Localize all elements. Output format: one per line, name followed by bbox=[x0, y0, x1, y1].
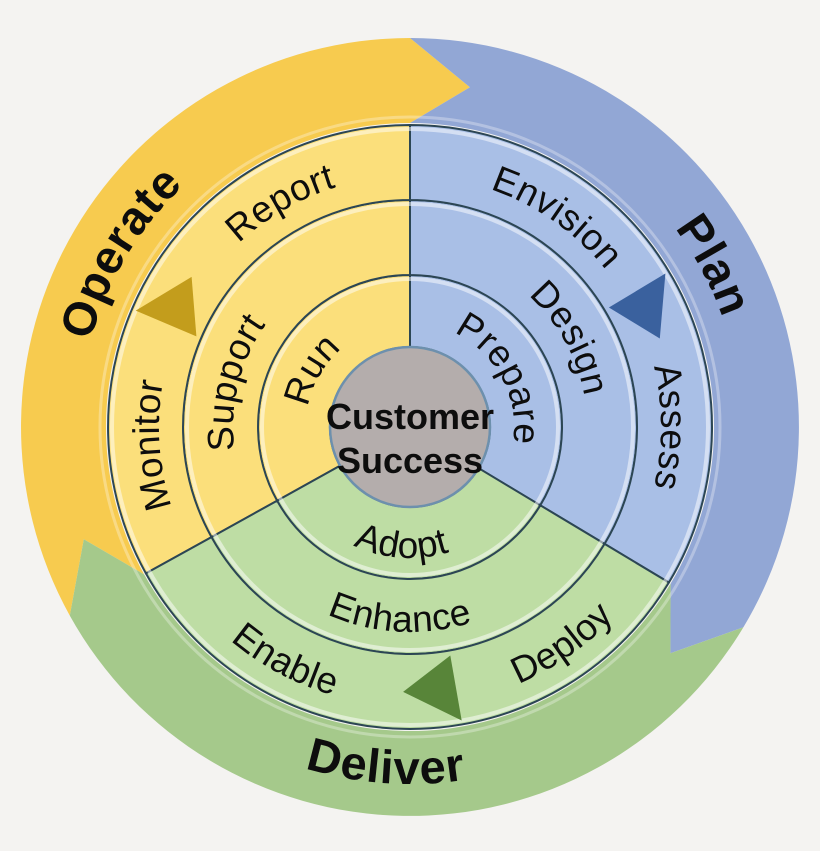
ring-highlight-2 bbox=[185, 202, 635, 652]
label-assess: Assess bbox=[646, 360, 694, 494]
flow-arrow-operate-icon bbox=[135, 276, 197, 337]
deliver-band-arrow bbox=[69, 539, 744, 816]
operate-ring-outer-segment bbox=[107, 124, 411, 575]
deliver-ring-outer-segment bbox=[144, 536, 670, 730]
operate-band-arrow bbox=[21, 38, 470, 616]
plan-ring-outer-segment bbox=[409, 124, 713, 584]
band-inner-highlight bbox=[98, 115, 722, 739]
center-label-line1: Customer bbox=[326, 396, 494, 437]
flow-arrow-plan-icon bbox=[608, 273, 666, 339]
ring-highlight-1 bbox=[260, 277, 560, 577]
plan-band-arrow bbox=[410, 38, 799, 654]
center-label-line2: Success bbox=[337, 440, 483, 481]
customer-success-hub bbox=[328, 345, 492, 509]
sector-deliver bbox=[69, 464, 744, 816]
ring-highlight-3 bbox=[110, 127, 710, 727]
flow-arrow-deliver-icon bbox=[403, 655, 462, 721]
label-assess-text: Assess bbox=[646, 360, 694, 494]
